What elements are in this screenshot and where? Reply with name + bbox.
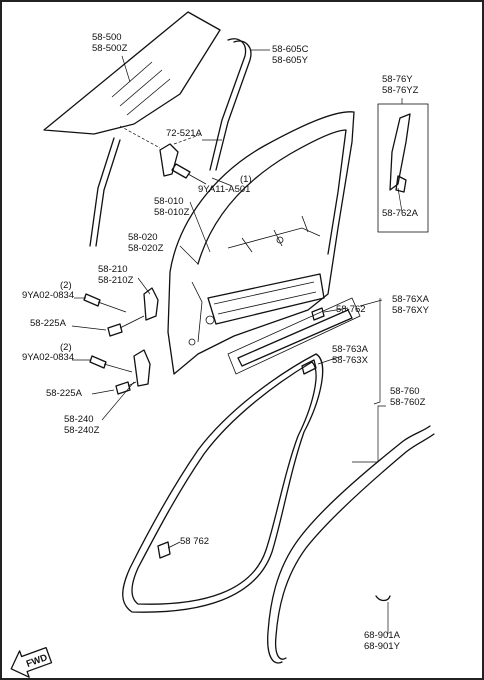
label-weatherstrip: 58-760 58-760Z (390, 386, 426, 408)
door-weatherstrip[interactable] (122, 353, 324, 613)
garnish-part[interactable] (389, 113, 411, 193)
label-glass-run: 58-605C 58-605Y (272, 44, 311, 66)
hinge-bolts[interactable] (83, 293, 145, 395)
belt-molding[interactable] (237, 307, 353, 367)
label-weatherstrip-clip: 58-763A 58-763X (332, 344, 370, 366)
label-hinge-upper: 58-210 58-210Z (98, 264, 134, 286)
label-bolt-hinge-lo-qty: (2) (60, 342, 72, 353)
label-glass: 58-500 58-500Z (92, 32, 128, 54)
label-garnish-clip: 58-762A (382, 208, 419, 219)
fwd-arrow-icon: FWD (10, 646, 53, 678)
hinge-upper[interactable] (143, 287, 159, 321)
opening-seal[interactable] (267, 425, 435, 664)
label-channel: 72-521A (166, 128, 203, 139)
label-clip-low: 58 762 (180, 536, 209, 547)
glass-run-channel[interactable] (89, 38, 252, 247)
label-hinge-lower: 58-240 58-240Z (64, 414, 100, 436)
label-door-panel-a: 58-010 58-010Z (154, 196, 190, 218)
label-belt-molding: 58-76XA 58-76XY (392, 294, 431, 316)
leader-lines (71, 49, 403, 634)
label-bolt-hinge-up-qty: (2) (60, 280, 72, 291)
channel-bracket[interactable] (119, 125, 203, 177)
belt-molding-box (227, 297, 361, 375)
label-door-panel-b: 58-020 58-020Z (128, 232, 164, 254)
garnish-box (377, 103, 429, 233)
label-bolt-hinge-lo: 9YA02-0834 (22, 352, 74, 363)
label-bolt-top-qty: (1) (240, 174, 252, 185)
label-opening-seal: 68-901A 68-901Y (364, 630, 402, 652)
label-bolt-top: 9YA11-A501 (198, 184, 250, 195)
label-clip-mid: 58-762 (336, 304, 366, 315)
label-bolt-hinge-up: 9YA02-0834 (22, 290, 74, 301)
label-hinge-bolt-lo: 58-225A (46, 388, 83, 399)
door-glass[interactable] (43, 11, 221, 135)
hinge-lower[interactable] (133, 349, 151, 387)
fwd-label: FWD (25, 652, 49, 670)
label-hinge-bolt-up: 58-225A (30, 318, 67, 329)
door-panel[interactable] (167, 111, 355, 375)
label-garnish: 58-76Y 58-76YZ (382, 74, 419, 96)
bolt-top[interactable] (171, 163, 207, 185)
